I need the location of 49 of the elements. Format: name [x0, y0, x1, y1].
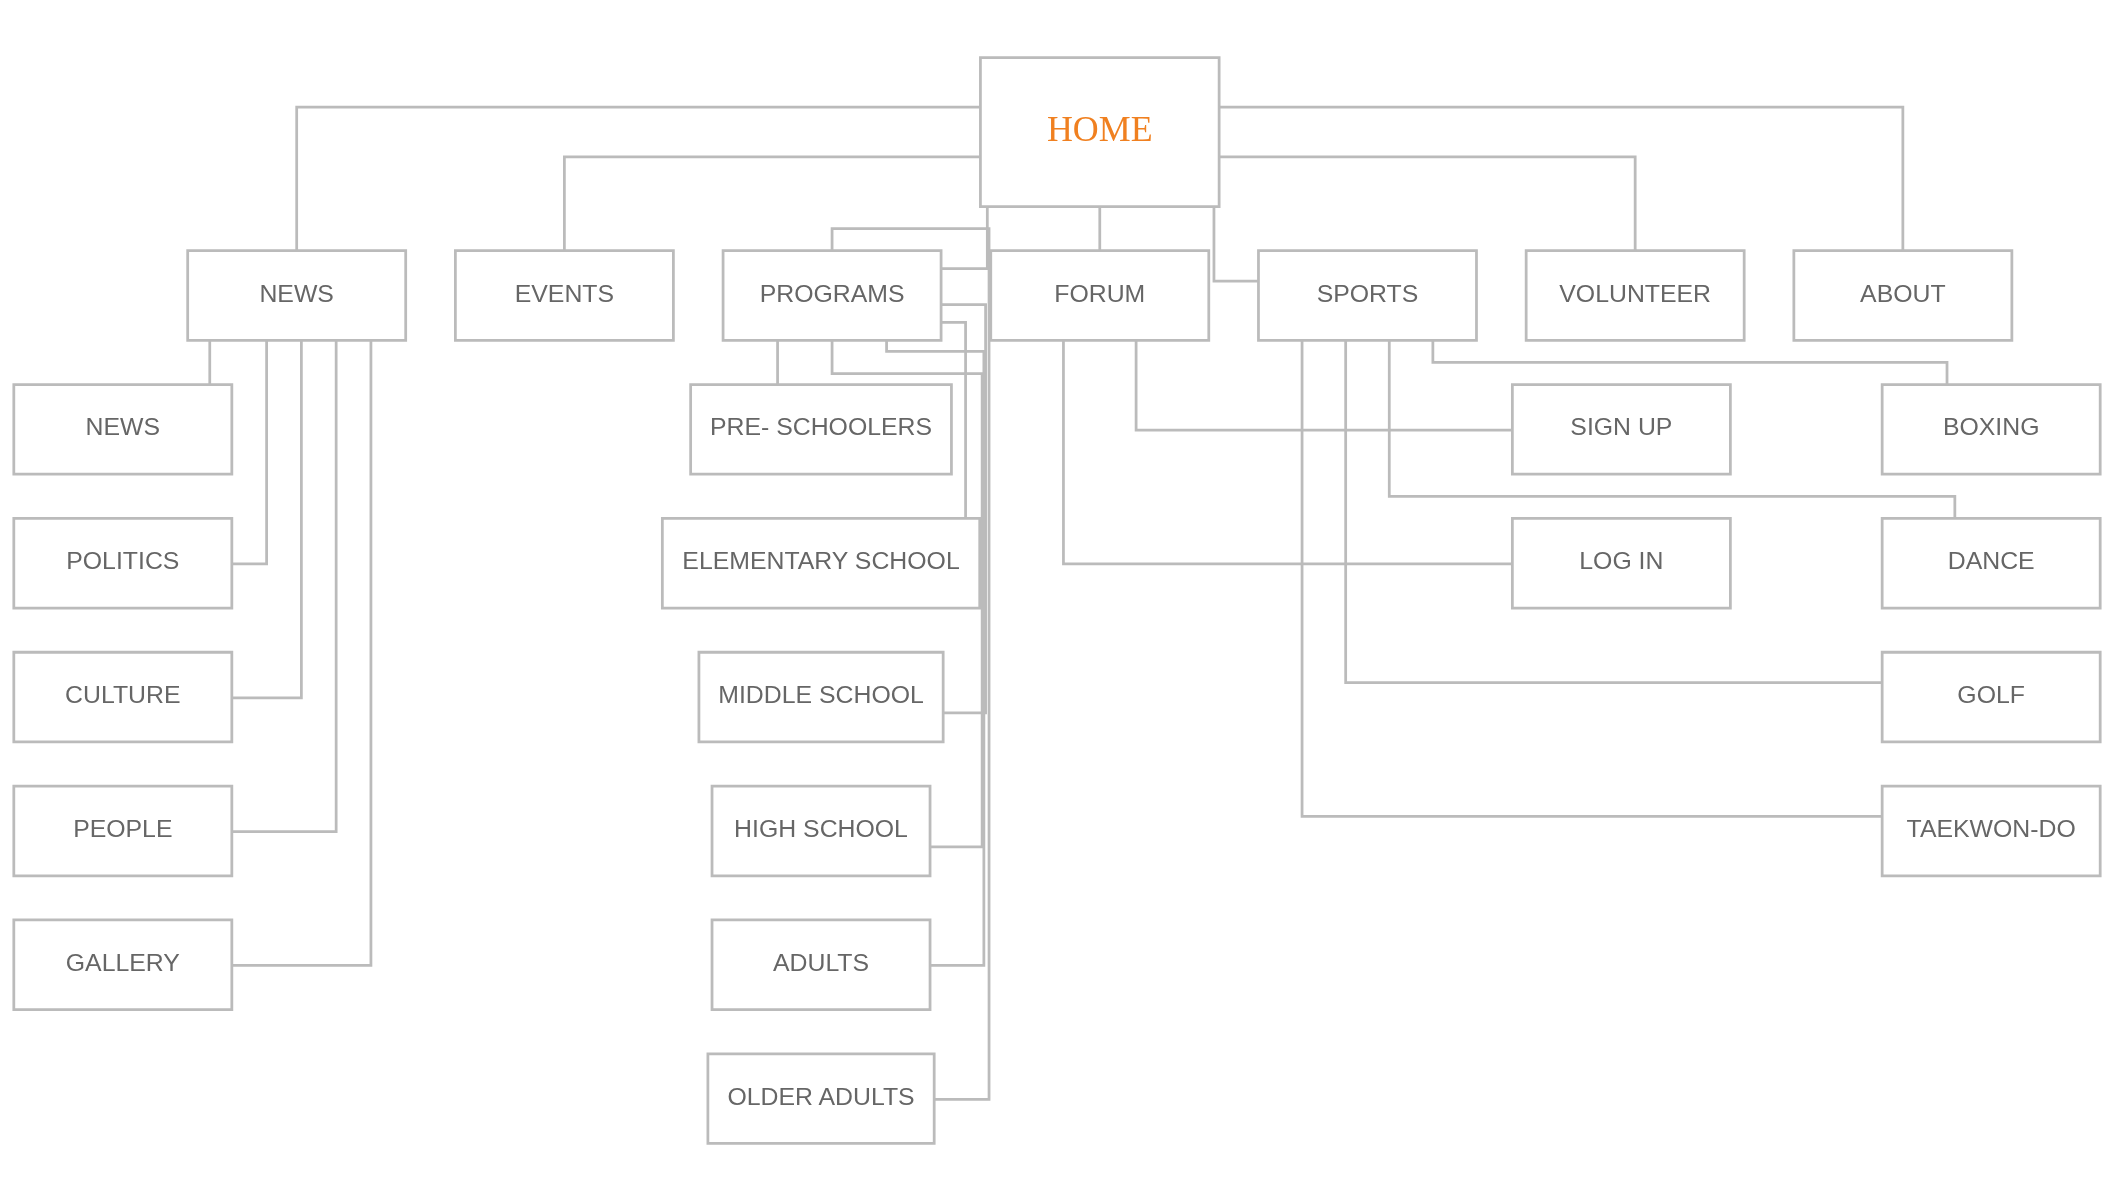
connector: [1062, 340, 1512, 566]
connector: [232, 340, 338, 833]
node-box: PROGRAMS: [721, 249, 943, 342]
node-box: SIGN UP: [1510, 383, 1732, 476]
node-box: MIDDLE SCHOOL: [697, 650, 945, 744]
node-box: BOXING: [1880, 383, 2102, 476]
connector: [1134, 340, 1512, 432]
node-box: HIGH SCHOOL: [710, 784, 932, 878]
connector: [1300, 340, 1882, 818]
node-box: PRE- SCHOOLERS: [689, 383, 953, 476]
node-box: NEWS: [186, 249, 408, 342]
connector: [885, 340, 986, 967]
node-box: ADULTS: [710, 918, 932, 1011]
connector: [1219, 155, 1637, 251]
connector: [830, 227, 991, 1101]
connector: [1387, 340, 1957, 519]
node-box: ABOUT: [1792, 249, 2014, 342]
node-box: PEOPLE: [12, 784, 234, 878]
node-box: FORUM: [989, 249, 1211, 342]
connector: [231, 340, 303, 700]
connector: [232, 340, 373, 967]
node-box: ELEMENTARY SCHOOL: [661, 517, 982, 610]
connector: [941, 303, 987, 715]
connector: [776, 340, 779, 385]
connector: [208, 340, 212, 385]
node-box: SPORTS: [1257, 249, 1478, 342]
connector: [830, 340, 984, 849]
connector: [941, 321, 967, 518]
node-box: EVENTS: [454, 249, 675, 342]
node-box: LOG IN: [1510, 517, 1732, 610]
connector: [1219, 105, 1905, 251]
node-box: GALLERY: [12, 918, 234, 1011]
node-box: GOLF: [1880, 650, 2102, 744]
node-box: NEWS: [12, 383, 234, 476]
connector: [1344, 340, 1883, 684]
connector: [232, 340, 268, 566]
node-box: DANCE: [1880, 517, 2102, 610]
connector: [1212, 207, 1259, 283]
connector: [941, 206, 989, 270]
node-box: OLDER ADULTS: [706, 1052, 936, 1145]
node-box: POLITICS: [12, 517, 234, 610]
node-box: HOME: [979, 56, 1221, 208]
connector: [563, 155, 981, 251]
connector: [1431, 340, 1949, 385]
node-box: VOLUNTEER: [1524, 249, 1746, 342]
node-box: TAEKWON-DO: [1880, 784, 2102, 878]
connector: [295, 105, 981, 251]
node-box: CULTURE: [12, 650, 234, 744]
connector: [1098, 206, 1102, 251]
